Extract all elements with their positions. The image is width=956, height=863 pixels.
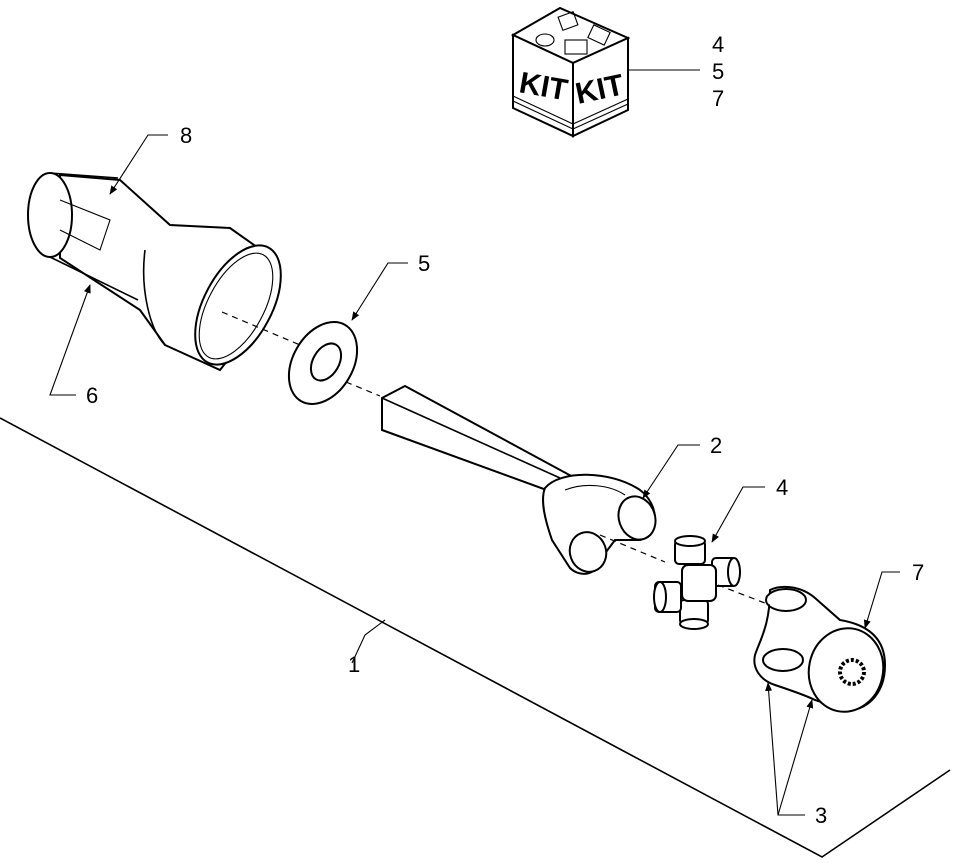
kit-item-4: 4 xyxy=(712,32,724,57)
cross-spider-part xyxy=(653,535,741,630)
callout-2: 2 xyxy=(710,433,722,458)
callout-4: 4 xyxy=(776,475,788,500)
callout-7: 7 xyxy=(912,560,924,585)
washer-part xyxy=(287,321,359,405)
kit-box-icon: KIT KIT xyxy=(510,6,631,138)
base-plane xyxy=(0,417,951,858)
callout-3: 3 xyxy=(815,803,827,828)
callout-8: 8 xyxy=(180,123,192,148)
callout-5: 5 xyxy=(418,251,430,276)
callout-6: 6 xyxy=(86,383,98,408)
callout-1: 1 xyxy=(348,652,360,677)
callout-leaders xyxy=(49,134,900,816)
kit-item-7: 7 xyxy=(712,86,724,111)
splined-yoke-part xyxy=(753,585,887,713)
shaft-yoke-part xyxy=(381,384,657,575)
kit-item-5: 5 xyxy=(712,59,724,84)
guard-tube-part xyxy=(27,172,282,372)
